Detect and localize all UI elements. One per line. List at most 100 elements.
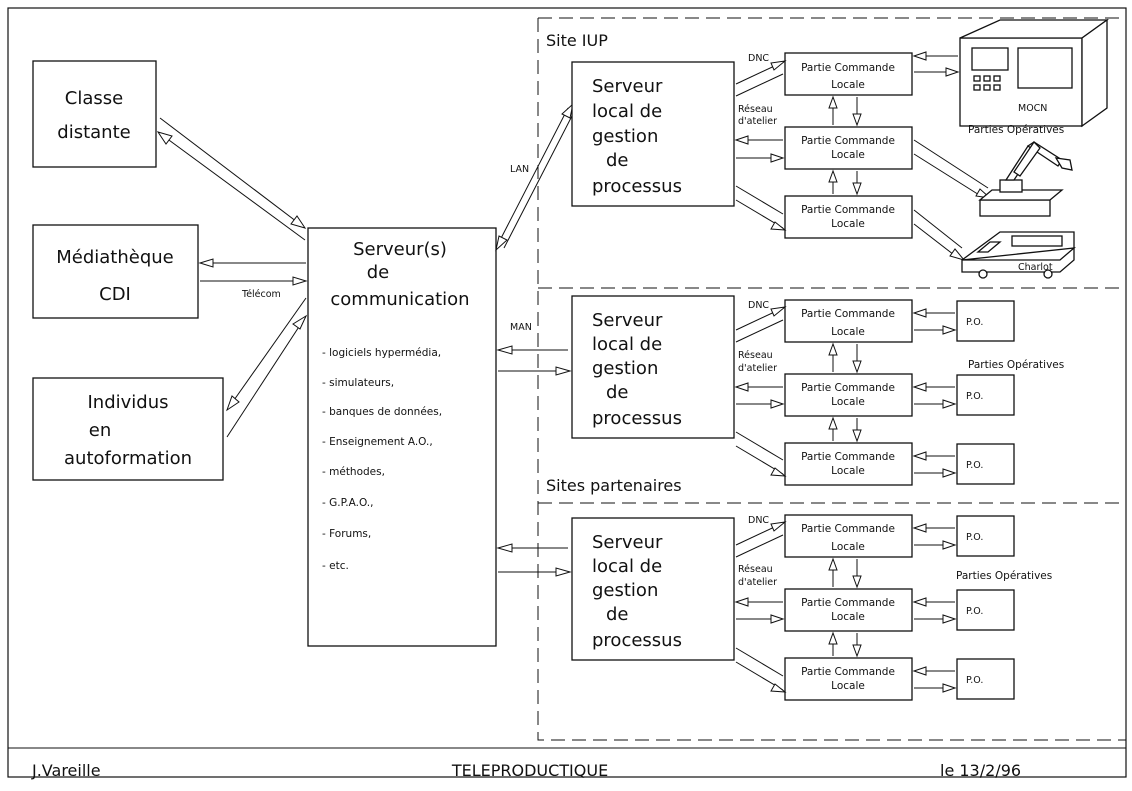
- plc-box: [784, 299, 913, 343]
- comm-item: - méthodes,: [322, 466, 385, 478]
- po-label: P.O.: [966, 606, 983, 617]
- media-library-line1: Médiathèque: [56, 247, 174, 268]
- dnc-label: DNC: [748, 515, 769, 526]
- plc-box: [784, 195, 913, 239]
- footer-title: TELEPRODUCTIQUE: [451, 761, 608, 780]
- self-learners-line3: autoformation: [64, 448, 192, 469]
- mocn-label: MOCN: [1018, 103, 1047, 114]
- reseau-label: d'atelier: [738, 116, 777, 127]
- dnc-label: DNC: [748, 53, 769, 64]
- plc-line: Partie Commande: [801, 308, 895, 320]
- mocn-machine-drawing: [959, 18, 1110, 128]
- plc-line: Locale: [831, 79, 865, 91]
- charlot-drawing: [961, 231, 1077, 279]
- footer-author: J.Vareille: [31, 761, 101, 780]
- plc-line: Locale: [831, 149, 865, 161]
- po-box: [956, 300, 1015, 342]
- reseau-label: d'atelier: [738, 363, 777, 374]
- lan-label: LAN: [510, 164, 529, 175]
- partner-block-2: [571, 514, 1015, 701]
- plc-line: Partie Commande: [801, 135, 895, 147]
- reseau-label: Réseau: [738, 350, 773, 361]
- comm-server-title2: de: [367, 262, 390, 283]
- robot-arm-drawing: [978, 140, 1073, 217]
- po-label: P.O.: [966, 460, 983, 471]
- media-library-box: [32, 224, 199, 319]
- po-box: [956, 658, 1015, 700]
- local-server-box: [571, 295, 735, 439]
- local-server-line: processus: [592, 176, 682, 197]
- comm-item: - Enseignement A.O.,: [322, 436, 433, 448]
- comm-item: - G.P.A.O.,: [322, 497, 374, 509]
- plc-line: Partie Commande: [801, 451, 895, 463]
- po-box: [956, 515, 1015, 557]
- po-label: P.O.: [966, 675, 983, 686]
- po-box: [956, 374, 1015, 416]
- po-labels: P.O. P.O. P.O. P.O. P.O. P.O.: [966, 317, 983, 686]
- local-server-line: processus: [592, 630, 682, 651]
- plc-line: Partie Commande: [801, 204, 895, 216]
- local-server-line: Serveur: [592, 310, 663, 331]
- self-learners-box: [32, 377, 224, 481]
- site-iup-label: Site IUP: [546, 31, 608, 50]
- telecom-label: Télécom: [241, 289, 281, 300]
- self-learners-line1: Individus: [87, 392, 168, 413]
- remote-class-line2: distante: [57, 122, 130, 143]
- charlot-label: Charlot: [1018, 262, 1053, 273]
- po-label: P.O.: [966, 317, 983, 328]
- local-server-line: gestion: [592, 580, 658, 601]
- plc-line: Locale: [831, 541, 865, 553]
- sites-partners-label: Sites partenaires: [546, 476, 682, 495]
- local-server-line: de: [606, 150, 629, 171]
- network-labels: DNC Réseau d'atelier DNC Réseau d'atelie…: [738, 53, 777, 588]
- comm-item: - logiciels hypermédia,: [322, 347, 441, 359]
- plc-line: Partie Commande: [801, 382, 895, 394]
- local-server-box: [571, 61, 735, 207]
- man-label: MAN: [510, 322, 532, 333]
- local-server-line: de: [606, 382, 629, 403]
- comm-item: - etc.: [322, 560, 349, 572]
- reseau-label: Réseau: [738, 104, 773, 115]
- local-server-line: Serveur: [592, 532, 663, 553]
- local-server-labels: Serveur local de gestion de processus Se…: [592, 76, 682, 651]
- plc-box: [784, 657, 913, 701]
- comm-item: - simulateurs,: [322, 377, 394, 389]
- plc-line: Partie Commande: [801, 523, 895, 535]
- media-library-line2: CDI: [99, 284, 131, 305]
- comm-server-title3: communication: [330, 289, 469, 310]
- plc-line: Partie Commande: [801, 597, 895, 609]
- plc-box: [784, 514, 913, 558]
- plc-line: Locale: [831, 396, 865, 408]
- site-iup-block: [571, 51, 992, 261]
- server-links: [495, 102, 574, 577]
- plc-box: [784, 126, 913, 170]
- plc-line: Locale: [831, 326, 865, 338]
- plc-line: Locale: [831, 611, 865, 623]
- plc-labels: Partie Commande Locale Partie Commande L…: [801, 62, 895, 692]
- reseau-label: Réseau: [738, 564, 773, 575]
- remote-class-line1: Classe: [65, 88, 123, 109]
- left-connectors: [156, 117, 308, 438]
- operative-parts-p2: Parties Opératives: [956, 570, 1052, 582]
- dnc-label: DNC: [748, 300, 769, 311]
- plc-box: [784, 588, 913, 632]
- plc-box: [784, 52, 913, 96]
- po-box: [956, 443, 1015, 485]
- operative-parts-iup: Parties Opératives: [968, 124, 1064, 136]
- plc-line: Partie Commande: [801, 666, 895, 678]
- reseau-label: d'atelier: [738, 577, 777, 588]
- local-server-line: gestion: [592, 126, 658, 147]
- comm-item: - banques de données,: [322, 406, 442, 418]
- comm-server-box: [307, 227, 497, 647]
- local-server-line: local de: [592, 556, 662, 577]
- operative-parts-p1: Parties Opératives: [968, 359, 1064, 371]
- local-server-line: de: [606, 604, 629, 625]
- po-label: P.O.: [966, 532, 983, 543]
- local-server-line: gestion: [592, 358, 658, 379]
- remote-class-box: [32, 60, 157, 168]
- plc-line: Locale: [831, 680, 865, 692]
- comm-server-title1: Serveur(s): [353, 239, 447, 260]
- partner-block-1: [571, 295, 1015, 486]
- site-regions: [537, 17, 1126, 741]
